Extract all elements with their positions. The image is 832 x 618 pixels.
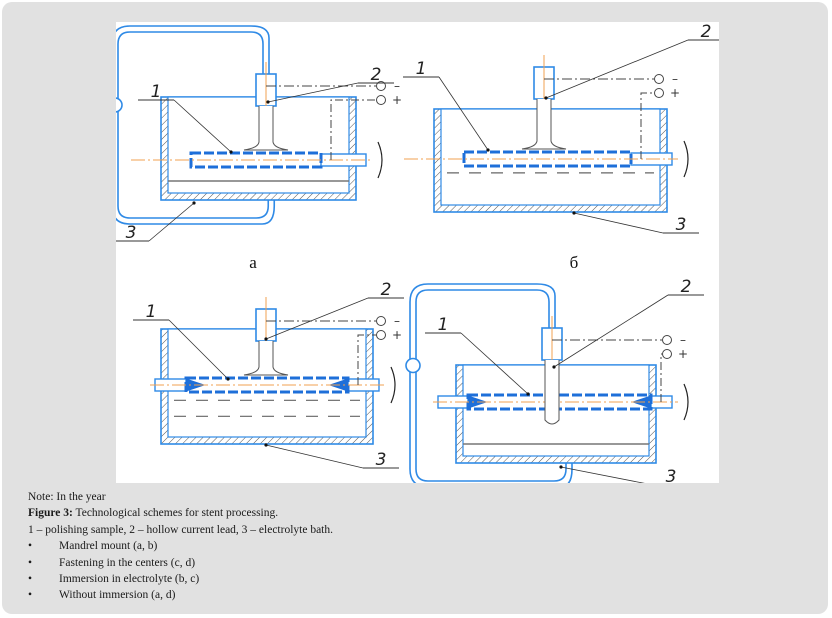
caption-bullet-item: • Without immersion (a, d) [28, 587, 333, 603]
electrolyte-jet [521, 99, 567, 150]
electrolyte-jet [243, 106, 289, 151]
caption-title-text: Technological schemes for stent processi… [72, 507, 279, 520]
callout-number-1: 1 [146, 302, 157, 322]
callout-leader [267, 82, 359, 103]
callout-number-1: 1 [438, 315, 449, 335]
callout-leader [148, 202, 195, 242]
plus-sign: + [392, 328, 402, 342]
callout-dot [544, 96, 548, 100]
plus-wire [640, 92, 654, 159]
plus-wire [357, 334, 376, 385]
callout-dot [559, 465, 563, 469]
electrolyte-jet [544, 360, 560, 425]
callout-number-3: 3 [376, 450, 387, 470]
caption-bullet-item: • Immersion in electrolyte (b, c) [28, 571, 333, 587]
callout-leader [265, 297, 369, 340]
callout-number-1: 1 [416, 59, 427, 79]
rotation-arrow-icon [390, 366, 396, 404]
callout-leader [545, 39, 689, 99]
callout-leader [560, 466, 645, 483]
callout-number-1: 1 [151, 82, 162, 102]
callout-dot [264, 337, 268, 341]
circulation-pipe-outer [409, 283, 573, 483]
caption-title: Figure 3: Technological schemes for sten… [28, 505, 333, 521]
caption-bullet-item: • Mandrel mount (a, b) [28, 538, 333, 554]
scheme-b-label: б [570, 253, 579, 272]
plus-wire [330, 99, 376, 160]
callout-leader [438, 76, 489, 151]
circulation-pipe-inner [415, 289, 567, 482]
scheme-c: –+1 2 3 [133, 280, 404, 470]
rotation-arrow-icon [377, 141, 383, 179]
bullet-text: Immersion in electrolyte (b, c) [59, 573, 200, 586]
rotation-arrow-icon [683, 140, 689, 178]
electrolyte-jet [243, 341, 289, 376]
plus-sign: + [670, 86, 680, 100]
callout-dot [526, 392, 530, 396]
plus-terminal-icon [654, 88, 664, 98]
callout-number-3: 3 [126, 223, 137, 243]
minus-sign: – [394, 314, 400, 328]
plus-terminal-icon [662, 349, 672, 359]
circulation-pipe-inner [117, 31, 270, 219]
scheme-b: –+1 2 3 [403, 22, 719, 235]
scheme-a-label: а [249, 253, 257, 272]
bullet-icon: • [28, 556, 33, 569]
minus-sign: – [394, 79, 400, 93]
callout-number-2: 2 [381, 280, 392, 300]
callout-dot [266, 100, 270, 104]
bullet-text: Mandrel mount (a, b) [59, 540, 158, 553]
plus-terminal-icon [376, 95, 386, 105]
scheme-a: –+1 2 3 [116, 25, 402, 243]
figure-caption: Note: In the year Figure 3: Technologica… [28, 489, 333, 604]
callout-dot [229, 150, 233, 154]
caption-legend: 1 – polishing sample, 2 – hollow current… [28, 523, 333, 536]
callout-dot [572, 211, 576, 215]
minus-terminal-icon [662, 335, 672, 345]
callout-leader [168, 319, 229, 380]
callout-number-2: 2 [371, 65, 382, 85]
caption-title-label: Figure 3: [28, 507, 73, 520]
callout-number-3: 3 [666, 467, 677, 483]
caption-note: Note: In the year [28, 491, 106, 503]
plus-wire [660, 353, 662, 402]
callout-dot [264, 443, 268, 447]
callout-leader [460, 332, 529, 395]
callout-leader [173, 99, 232, 153]
callout-leader [553, 294, 669, 368]
bullet-icon: • [28, 540, 33, 553]
callout-dot [226, 377, 230, 381]
minus-terminal-icon [376, 81, 386, 91]
minus-sign: – [680, 333, 686, 347]
callout-leader [265, 444, 364, 469]
bullet-text: Fastening in the centers (c, d) [59, 556, 196, 569]
plus-sign: + [678, 347, 688, 361]
callout-number-2: 2 [681, 277, 692, 297]
callout-number-2: 2 [701, 22, 712, 42]
pump-icon [405, 357, 421, 374]
plus-sign: + [392, 93, 402, 107]
minus-terminal-icon [654, 74, 664, 84]
minus-sign: – [672, 72, 678, 86]
callout-dot [552, 365, 556, 369]
callout-number-3: 3 [676, 215, 687, 235]
circulation-pipe-outer [116, 25, 276, 225]
bullet-icon: • [28, 573, 33, 586]
bullet-text: Without immersion (a, d) [59, 589, 176, 602]
scheme-d: –+1 2 3 [405, 277, 704, 483]
rotation-arrow-icon [683, 383, 689, 421]
technological-schemes-diagram: –+123 –+123 –+123 –+123 а б [116, 22, 719, 483]
minus-terminal-icon [376, 316, 386, 326]
pump-icon [116, 97, 123, 113]
plus-terminal-icon [376, 330, 386, 340]
caption-bullet-item: • Fastening in the centers (c, d) [28, 555, 333, 571]
callout-leader [573, 212, 664, 234]
bullet-icon: • [28, 589, 33, 602]
callout-dot [192, 201, 196, 205]
callout-dot [486, 148, 490, 152]
